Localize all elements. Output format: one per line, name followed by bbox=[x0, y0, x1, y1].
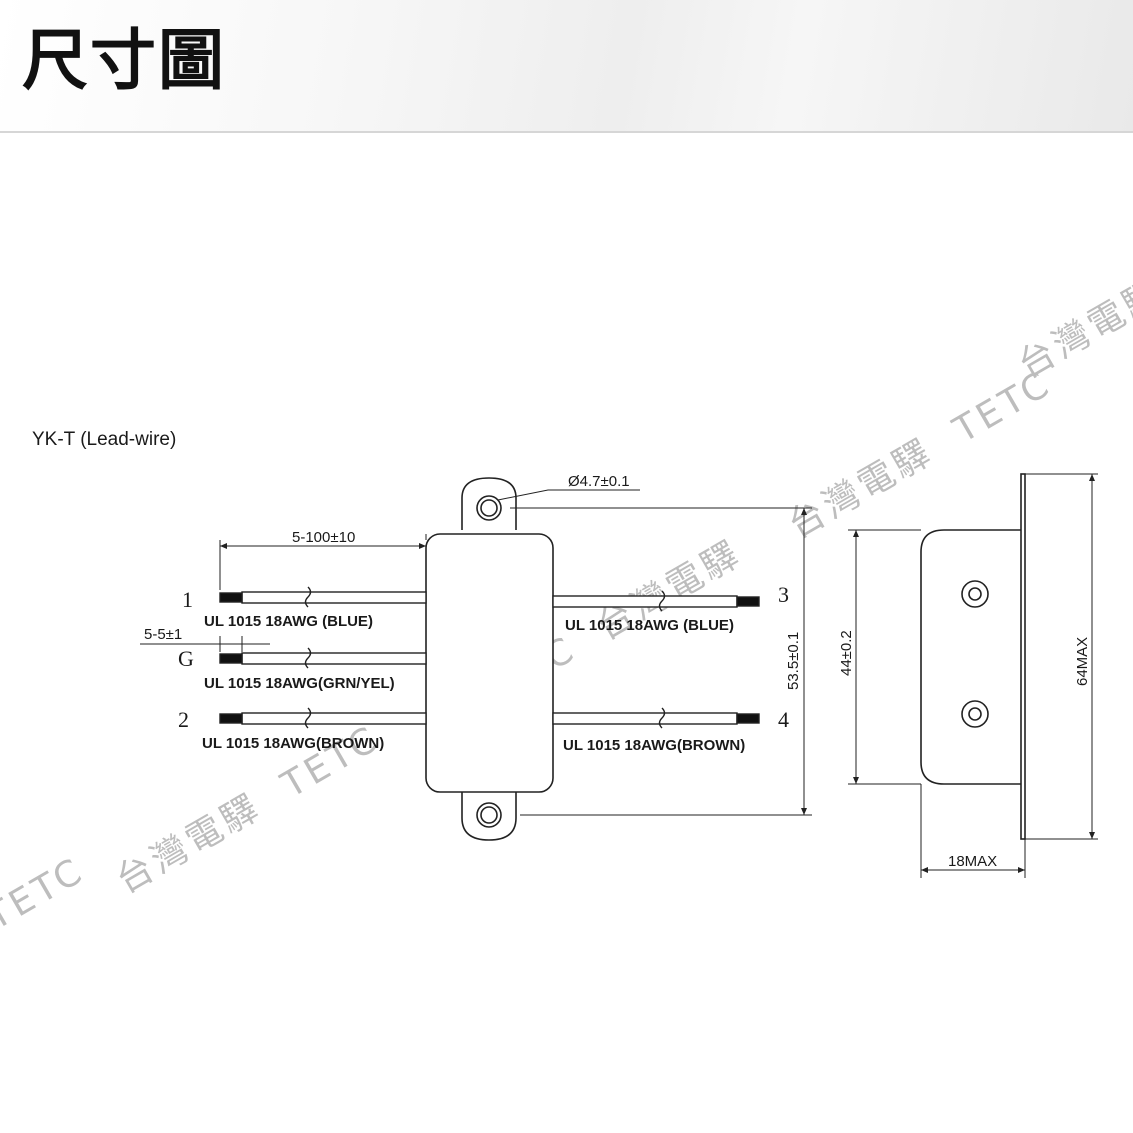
front-dimensions bbox=[140, 489, 812, 816]
overall-height-label: 64MAX bbox=[1074, 637, 1091, 686]
lead-length-label: 5-100±10 bbox=[292, 529, 355, 546]
terminal-top bbox=[961, 580, 989, 608]
terminal-bottom bbox=[961, 700, 989, 728]
hole-diameter-label: Ø4.7±0.1 bbox=[568, 473, 630, 490]
wire-label-right-bottom: UL 1015 18AWG(BROWN) bbox=[563, 737, 745, 754]
bottom-mounting-hole bbox=[476, 802, 502, 828]
wire-label-right-top: UL 1015 18AWG (BLUE) bbox=[565, 617, 734, 634]
top-mounting-tab bbox=[461, 477, 517, 530]
wire-label-left-top: UL 1015 18AWG (BLUE) bbox=[204, 613, 373, 630]
side-view bbox=[920, 473, 1026, 840]
side-body bbox=[920, 529, 1021, 785]
depth-label: 18MAX bbox=[948, 853, 997, 870]
front-view bbox=[425, 477, 554, 841]
mounting-flange bbox=[1020, 473, 1026, 840]
page-title: 尺寸圖 bbox=[22, 22, 226, 99]
side-dimensions bbox=[848, 473, 1098, 878]
pin-4-label: 4 bbox=[778, 707, 789, 732]
model-label: YK-T (Lead-wire) bbox=[32, 429, 176, 450]
header-banner: 尺寸圖 bbox=[0, 0, 1133, 133]
strip-length-label: 5-5±1 bbox=[144, 626, 182, 643]
pin-2-label: 2 bbox=[178, 707, 189, 732]
pin-g-label: G bbox=[178, 646, 194, 671]
pin-3-label: 3 bbox=[778, 582, 789, 607]
height-total-label: 53.5±0.1 bbox=[785, 632, 802, 690]
wire-label-left-bottom: UL 1015 18AWG(BROWN) bbox=[202, 735, 384, 752]
body-height-label: 44±0.2 bbox=[838, 630, 855, 676]
wire-label-left-mid: UL 1015 18AWG(GRN/YEL) bbox=[204, 675, 395, 692]
top-mounting-hole bbox=[476, 495, 502, 521]
bottom-mounting-tab bbox=[461, 792, 517, 841]
filter-body bbox=[425, 533, 554, 793]
lead-wires bbox=[219, 586, 760, 729]
pin-1-label: 1 bbox=[182, 587, 193, 612]
